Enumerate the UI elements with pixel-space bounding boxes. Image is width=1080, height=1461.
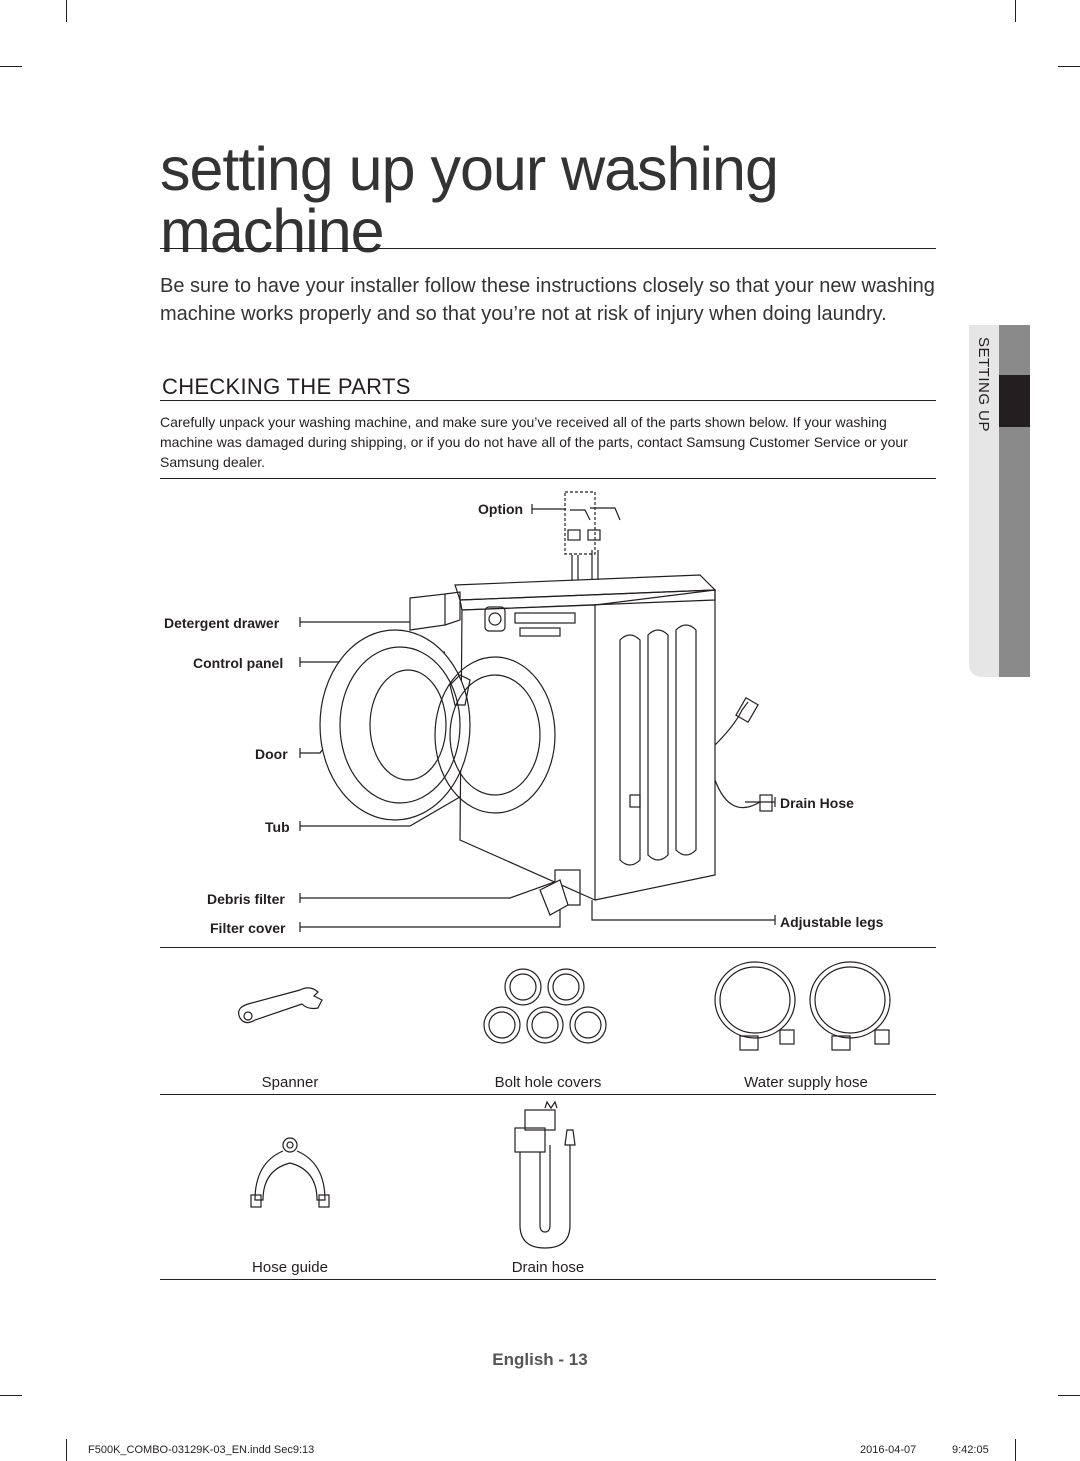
intro-text: Be sure to have your installer follow th…	[160, 275, 935, 325]
divider	[160, 1279, 936, 1280]
file-slug: F500K_COMBO-03129K-03_EN.indd Sec9:13	[88, 1444, 315, 1456]
water-supply-hose-illustration	[714, 961, 891, 1051]
slug-date: 2016-04-07	[860, 1444, 917, 1456]
drain-hose-illustration	[514, 1100, 576, 1249]
crop-mark	[1015, 1439, 1016, 1461]
part-label-hose-guide: Hose guide	[252, 1259, 328, 1276]
label-detergent-drawer: Detergent drawer	[164, 615, 280, 631]
part-label-drain-hose: Drain hose	[511, 1259, 585, 1276]
divider	[160, 947, 936, 948]
crop-mark	[66, 1439, 67, 1461]
label-filter-cover: Filter cover	[210, 920, 286, 936]
page-number: English - 13	[492, 1350, 588, 1369]
crop-mark	[0, 1395, 22, 1396]
crop-mark	[1058, 1395, 1080, 1396]
label-drain-hose: Drain Hose	[780, 795, 854, 811]
divider	[160, 478, 936, 479]
spanner-illustration	[238, 987, 323, 1024]
crop-mark	[1015, 0, 1016, 22]
label-debris-filter: Debris filter	[207, 891, 285, 907]
label-option: Option	[478, 501, 524, 517]
slug-time: 9:42:05	[952, 1444, 989, 1456]
divider	[160, 248, 936, 249]
hose-guide-illustration	[250, 1137, 330, 1208]
divider	[160, 1094, 936, 1095]
section-heading: CHECKING THE PARTS	[162, 374, 411, 399]
side-tab-label: SETTING UP	[975, 337, 992, 433]
crop-mark	[0, 66, 22, 67]
part-label-water-supply-hose: Water supply hose	[744, 1074, 868, 1091]
part-label-bolt-hole-covers: Bolt hole covers	[494, 1074, 602, 1091]
bolt-hole-covers-illustration	[483, 968, 607, 1044]
label-door: Door	[255, 746, 288, 762]
crop-mark	[1058, 66, 1080, 67]
washing-machine-illustration	[299, 491, 776, 932]
side-tab: SETTING UP	[969, 325, 1030, 677]
label-adjustable-legs: Adjustable legs	[780, 914, 884, 930]
label-tub: Tub	[265, 819, 290, 835]
label-control-panel: Control panel	[193, 655, 284, 671]
part-label-spanner: Spanner	[261, 1074, 319, 1091]
divider	[160, 400, 936, 401]
crop-mark	[66, 0, 67, 22]
page-title: setting up your washing machine	[160, 135, 779, 265]
section-text: Carefully unpack your washing machine, a…	[160, 414, 908, 470]
